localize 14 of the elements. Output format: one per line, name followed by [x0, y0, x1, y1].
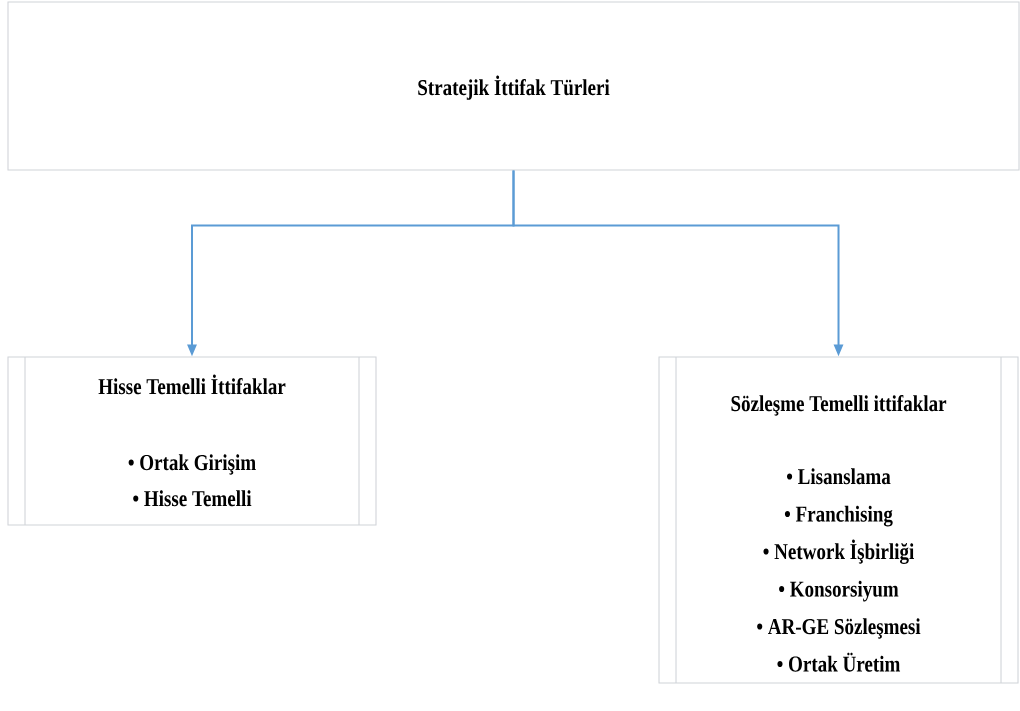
- box-heading: Hisse Temelli İttifaklar: [98, 374, 286, 395]
- list-item: • Konsorsiyum: [779, 580, 899, 602]
- list-item: • Ortak Üretim: [777, 652, 901, 672]
- list-item: • AR-GE Sözleşmesi: [757, 618, 921, 639]
- box: [7, 1, 1020, 171]
- list-item: • Franchising: [784, 505, 893, 527]
- list-item: • Lisanslama: [787, 468, 891, 485]
- list-item: • Network İşbirliği: [763, 539, 914, 564]
- list-item: • Ortak Girişim: [128, 454, 256, 475]
- box: [658, 356, 1019, 684]
- list-item: • Hisse Temelli: [133, 490, 252, 507]
- box-heading: Sözleşme Temelli ittifaklar: [731, 395, 947, 416]
- box: [7, 356, 377, 526]
- box-heading: Stratejik İttifak Türleri: [418, 75, 610, 100]
